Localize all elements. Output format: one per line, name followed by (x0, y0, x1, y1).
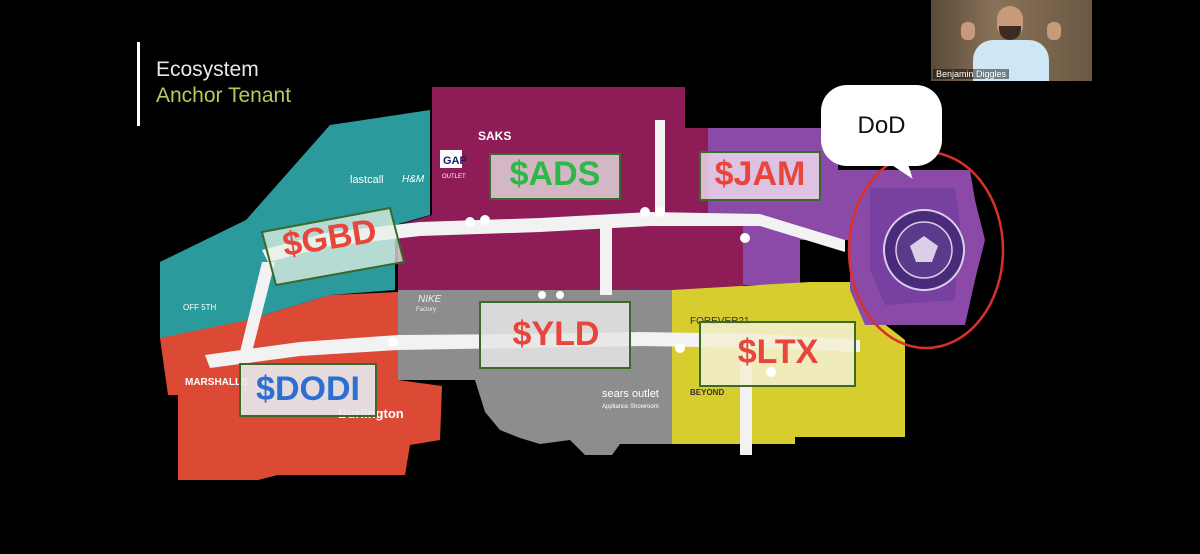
ticker-box-dodi (239, 363, 377, 417)
corridor-upper (262, 212, 845, 262)
presenter-name: Benjamin Diggles (933, 69, 1010, 79)
ticker-box-yld (479, 301, 631, 369)
store-label-off5th: OFF 5TH (183, 303, 217, 312)
store-label-marshalls: MARSHALLS (185, 377, 248, 388)
slide-subtitle: Anchor Tenant (156, 84, 292, 107)
store-label-nike-sub: Factory (416, 307, 436, 313)
presenter-video: Benjamin Diggles (931, 0, 1092, 81)
store-label-sears: sears outlet (602, 388, 659, 400)
store-label-gap: GAP (443, 155, 467, 167)
ticker-ads: $ADS (510, 155, 601, 193)
ticker-ltx: $LTX (738, 333, 819, 371)
ticker-box-jam (699, 151, 821, 201)
map-amenity-icons (388, 207, 776, 377)
ticker-jam: $JAM (715, 155, 806, 193)
store-label-saks: SAKS (478, 129, 511, 143)
corridor-diag (238, 262, 275, 360)
store-label-gap-sub: OUTLET (442, 174, 466, 180)
ticker-box-gbd (260, 206, 406, 287)
ticker-box-ltx (699, 321, 856, 387)
dod-callout-text: DoD (857, 112, 906, 139)
title-divider (137, 42, 140, 126)
dod-callout-bubble (821, 85, 942, 166)
store-label-nike: NIKE (418, 294, 442, 305)
store-label-sears-sub: Appliance Showroom (602, 404, 659, 410)
ticker-dodi: $DODI (256, 370, 360, 408)
corridor-mid (205, 332, 860, 368)
ticker-box-ads (489, 153, 621, 200)
ticker-yld: $YLD (513, 315, 600, 353)
store-label-lastcall: lastcall (350, 174, 384, 186)
slide-title: Ecosystem (156, 58, 259, 81)
dod-seal-icon (883, 209, 965, 291)
store-label-hm: H&M (402, 174, 425, 185)
store-label-beyond: BEYOND (690, 388, 724, 397)
corridor-vertical-center (600, 215, 612, 295)
